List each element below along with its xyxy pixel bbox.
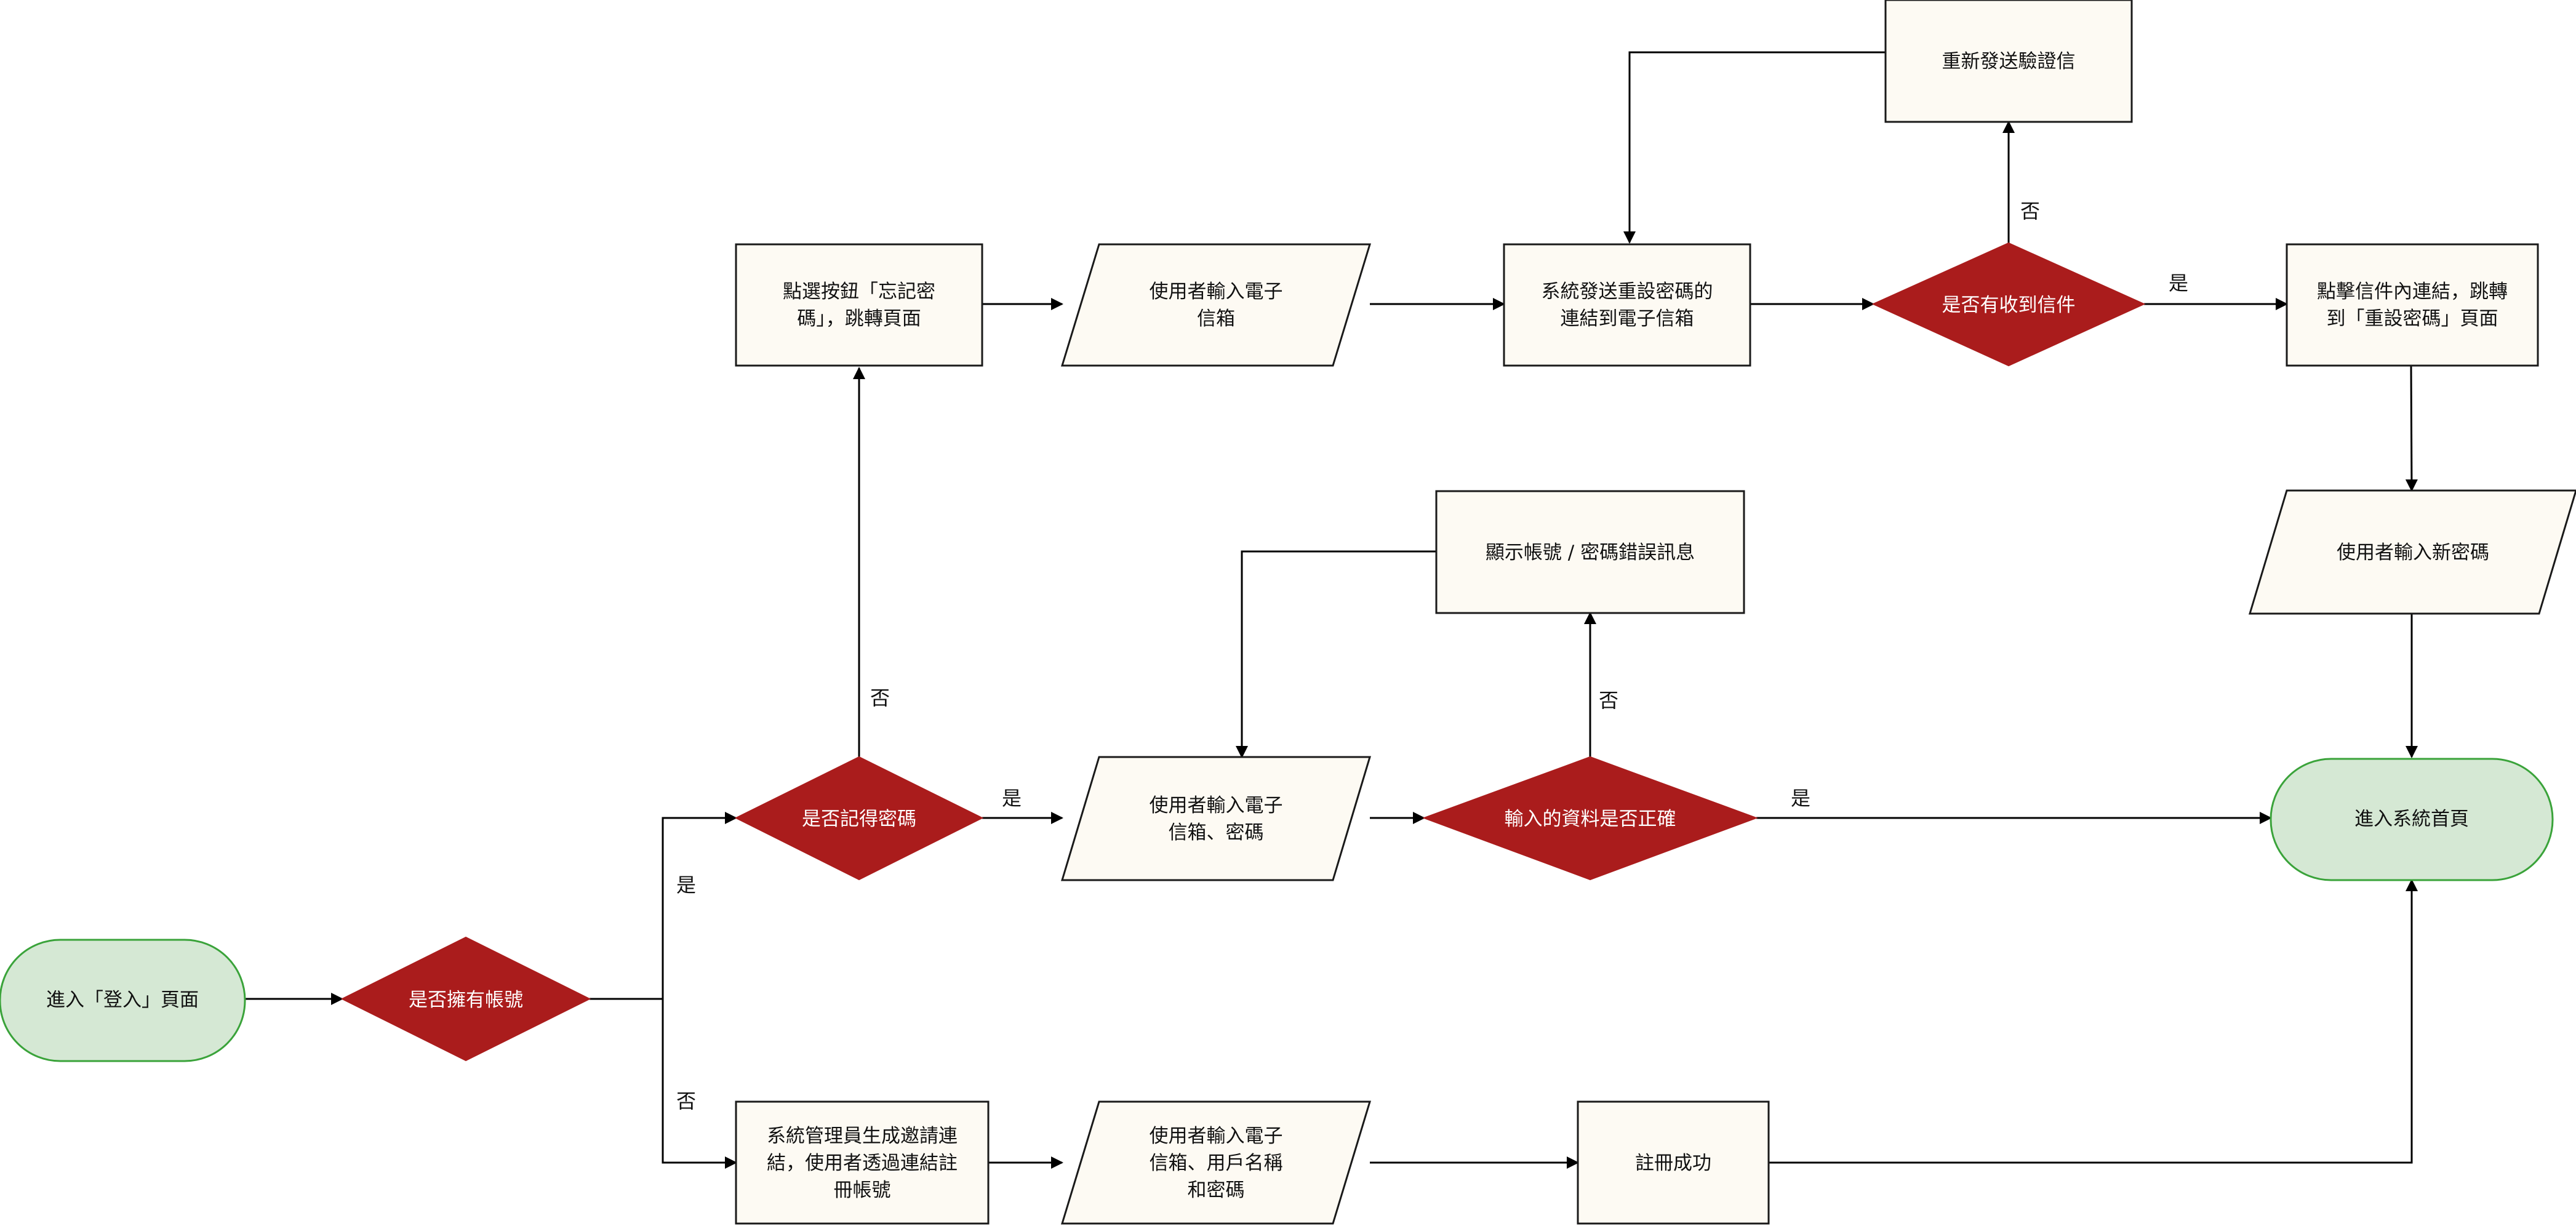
svg-text:重新發送驗證信: 重新發送驗證信 [1942, 50, 2076, 73]
node-text-line: 冊帳號 [834, 1179, 891, 1201]
node-admin-invite: 系統管理員生成邀請連結，使用者透過連結註冊帳號 [735, 1100, 990, 1225]
node-input-register: 使用者輸入電子信箱、用戶名稱和密碼 [1060, 1100, 1372, 1225]
node-text-line: 信箱、密碼 [1169, 822, 1264, 844]
node-home: 進入系統首頁 [2270, 758, 2554, 881]
svg-text:進入系統首頁: 進入系統首頁 [2354, 808, 2469, 830]
node-text-line: 使用者輸入電子 [1150, 795, 1283, 817]
node-text-line: 進入「登入」頁面 [46, 989, 199, 1011]
node-input-new-pw: 使用者輸入新密碼 [2248, 489, 2576, 615]
node-text-line: 重新發送驗證信 [1942, 50, 2076, 73]
node-has-account: 是否擁有帳號 [340, 936, 591, 1062]
node-text-line: 結，使用者透過連結註 [767, 1152, 958, 1174]
edge-resend-to-send-reset [1623, 51, 1886, 244]
node-text-line: 點選按鈕「忘記密 [783, 281, 935, 303]
node-send-reset: 系統發送重設密碼的連結到電子信箱 [1503, 243, 1751, 367]
node-correct: 輸入的資料是否正確 [1422, 756, 1758, 881]
node-text-line: 到「重設密碼」頁面 [2327, 308, 2498, 330]
svg-text:使用者輸入新密碼: 使用者輸入新密碼 [2337, 542, 2489, 564]
svg-text:系統發送重設密碼的連結到電子信箱: 系統發送重設密碼的連結到電子信箱 [1542, 281, 1713, 330]
svg-text:使用者輸入電子信箱、用戶名稱和密碼: 使用者輸入電子信箱、用戶名稱和密碼 [1150, 1125, 1283, 1201]
svg-text:使用者輸入電子信箱、密碼: 使用者輸入電子信箱、密碼 [1150, 795, 1283, 844]
node-resend: 重新發送驗證信 [1884, 0, 2133, 123]
edge-has-account-no [662, 999, 737, 1169]
node-text-line: 顯示帳號 / 密碼錯誤訊息 [1486, 542, 1695, 564]
node-remember-pw: 是否記得密碼 [734, 756, 984, 881]
edge-ok-to-home [1769, 879, 2418, 1164]
node-text-line: 和密碼 [1188, 1179, 1245, 1201]
svg-text:是否記得密碼: 是否記得密碼 [802, 808, 916, 830]
node-text-line: 系統管理員生成邀請連 [767, 1125, 958, 1147]
label-got-mail-no: 否 [2020, 199, 2040, 223]
label-has-account-yes: 是 [676, 873, 696, 897]
node-click-link: 點擊信件內連結，跳轉到「重設密碼」頁面 [2286, 243, 2539, 367]
node-text-line: 點擊信件內連結，跳轉 [2317, 281, 2508, 303]
svg-text:點擊信件內連結，跳轉到「重設密碼」頁面: 點擊信件內連結，跳轉到「重設密碼」頁面 [2317, 281, 2508, 330]
node-text-line: 連結到電子信箱 [1561, 308, 1694, 330]
node-start: 進入「登入」頁面 [0, 939, 246, 1062]
node-error-msg: 顯示帳號 / 密碼錯誤訊息 [1435, 490, 1745, 614]
svg-text:使用者輸入電子信箱: 使用者輸入電子信箱 [1150, 281, 1283, 330]
node-text-line: 系統發送重設密碼的 [1542, 281, 1713, 303]
svg-text:系統管理員生成邀請連結，使用者透過連結註冊帳號: 系統管理員生成邀請連結，使用者透過連結註冊帳號 [767, 1125, 958, 1201]
node-text-line: 信箱 [1197, 308, 1235, 330]
label-has-account-no: 否 [676, 1089, 696, 1113]
node-register-ok: 註冊成功 [1577, 1100, 1770, 1225]
node-input-email-pw: 使用者輸入電子信箱、密碼 [1060, 756, 1372, 881]
node-text-line: 碼」，跳轉頁面 [797, 308, 921, 330]
svg-text:是否有收到信件: 是否有收到信件 [1942, 294, 2076, 316]
svg-text:註冊成功: 註冊成功 [1635, 1152, 1711, 1174]
label-correct-yes: 是 [1791, 787, 1810, 810]
edge-error-to-email-pw [1236, 550, 1436, 758]
svg-text:輸入的資料是否正確: 輸入的資料是否正確 [1505, 808, 1676, 830]
svg-text:顯示帳號 / 密碼錯誤訊息: 顯示帳號 / 密碼錯誤訊息 [1486, 542, 1695, 564]
node-text-line: 是否記得密碼 [802, 808, 916, 830]
node-text-line: 是否有收到信件 [1942, 294, 2076, 316]
node-text-line: 輸入的資料是否正確 [1505, 808, 1676, 830]
node-input-email: 使用者輸入電子信箱 [1060, 243, 1372, 367]
node-text-line: 是否擁有帳號 [409, 989, 523, 1011]
node-text-line: 使用者輸入電子 [1150, 281, 1283, 303]
node-text-line: 信箱、用戶名稱 [1150, 1152, 1283, 1174]
label-remember-yes: 是 [1002, 787, 1022, 810]
node-text-line: 進入系統首頁 [2354, 808, 2469, 830]
node-text-line: 使用者輸入電子 [1150, 1125, 1283, 1147]
node-text-line: 註冊成功 [1635, 1152, 1711, 1174]
label-correct-no: 否 [1599, 689, 1618, 712]
edge-click-link-to-new-pw [2405, 365, 2418, 492]
label-got-mail-yes: 是 [2169, 271, 2188, 295]
node-text-line: 使用者輸入新密碼 [2337, 542, 2489, 564]
edge-has-account-yes [662, 812, 737, 999]
node-got-mail: 是否有收到信件 [1871, 242, 2146, 367]
svg-text:是否擁有帳號: 是否擁有帳號 [409, 989, 523, 1011]
svg-text:進入「登入」頁面: 進入「登入」頁面 [46, 989, 199, 1011]
node-forgot-btn: 點選按鈕「忘記密碼」，跳轉頁面 [735, 243, 983, 367]
label-remember-no: 否 [870, 686, 890, 710]
svg-text:點選按鈕「忘記密碼」，跳轉頁面: 點選按鈕「忘記密碼」，跳轉頁面 [783, 281, 935, 330]
